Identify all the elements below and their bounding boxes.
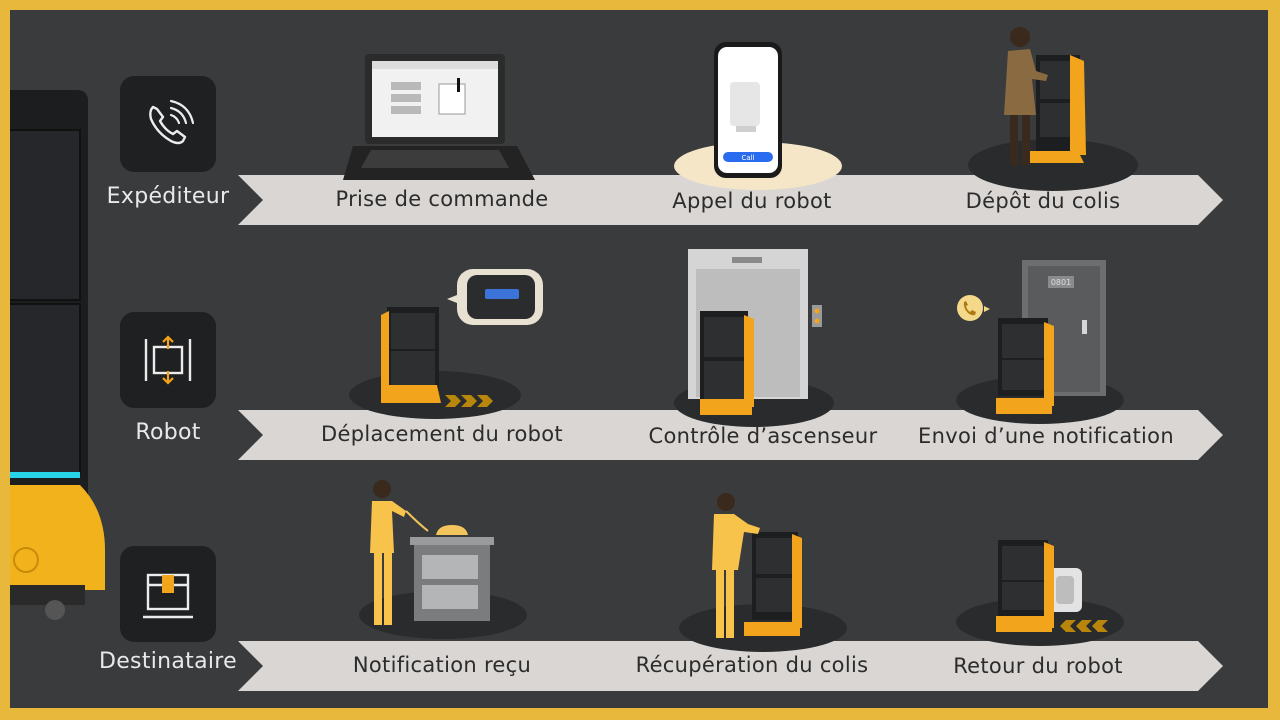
process-arrow-banner [238,641,1223,691]
row-sender: Expéditeur Prise de commande Appel du ro… [10,10,1268,225]
role-tile-sender [120,76,216,172]
recipient-pickup-illustration [679,493,847,652]
robot-elevator-icon [144,335,192,385]
door-notification-illustration: 0801 [956,260,1124,424]
door-number-text: 0801 [1051,278,1071,287]
step-label: Envoi d’une notification [918,424,1174,448]
robot-return-illustration [956,540,1124,646]
step-label: Retour du robot [953,654,1123,678]
process-arrow-banner [238,410,1223,460]
row-recipient: Destinataire Notification reçu Récupérat… [10,475,1268,691]
phone-call-icon [149,99,195,145]
row-robot: Robot Déplacement du robot Contrôle d’as… [10,245,1268,460]
package-box-icon [143,573,193,619]
step-label: Dépôt du colis [965,189,1121,213]
elevator-control-illustration [674,249,834,427]
role-label-sender: Expéditeur [106,184,230,209]
call-button-text: Call [741,154,754,162]
robot-moving-illustration [349,269,543,419]
phone-call-robot-illustration: Call [674,42,842,190]
process-arrow-banner [238,175,1223,225]
recipient-notification-illustration [359,480,527,639]
sender-deposit-illustration [968,27,1138,191]
step-label: Déplacement du robot [321,422,563,446]
step-label: Récupération du colis [635,653,869,677]
step-label: Prise de commande [335,187,549,211]
role-tile-recipient [120,546,216,642]
role-label-robot: Robot [135,420,201,445]
laptop-order-illustration [343,54,535,180]
step-label: Notification reçu [352,653,532,677]
process-diagram: Expéditeur Prise de commande Appel du ro… [10,10,1268,708]
step-label: Appel du robot [672,189,832,213]
delivery-robot-side-illustration [10,90,105,620]
role-label-recipient: Destinataire [98,649,238,674]
step-label: Contrôle d’ascenseur [648,424,878,448]
role-tile-robot [120,312,216,408]
